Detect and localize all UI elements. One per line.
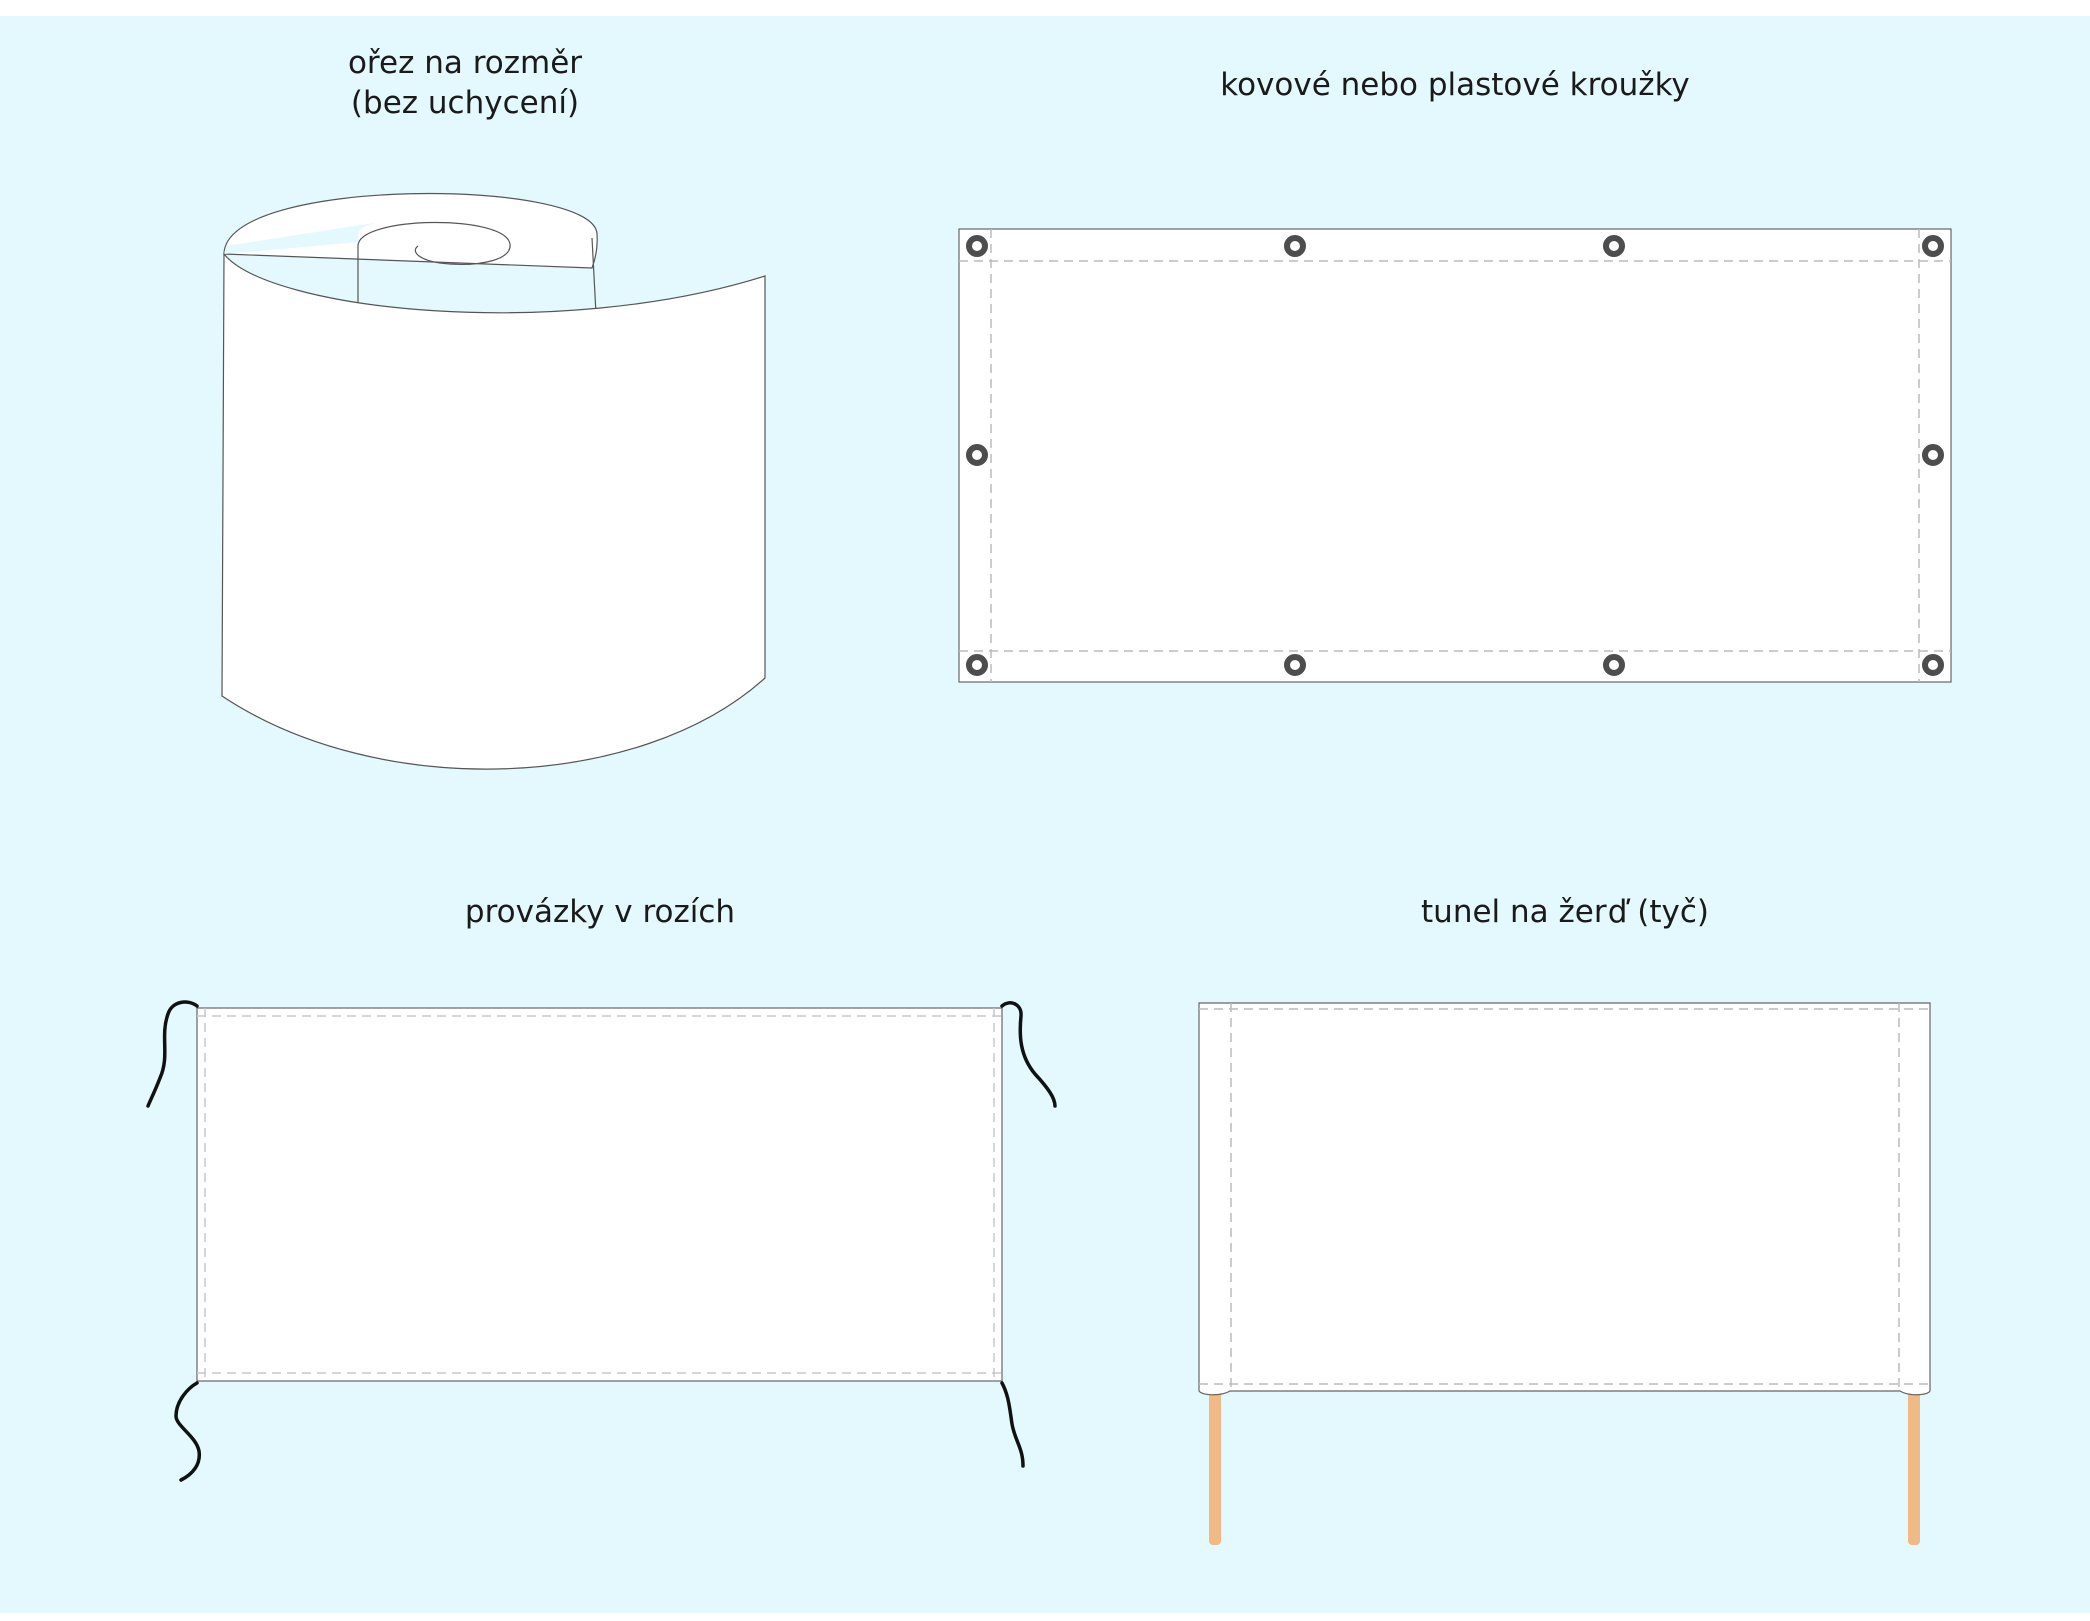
string-top-left (146, 1000, 199, 1108)
rolled-banner (221, 192, 766, 770)
grommet-icon (1603, 235, 1625, 257)
grommet-icon (1284, 654, 1306, 676)
title-roll-line1: ořez na rozměr (347, 45, 583, 81)
grommet-banner (958, 228, 1952, 683)
diagram-canvas: ořez na rozměr (bez uchycení) kovové neb… (0, 16, 2090, 1613)
grommet-icon (1284, 235, 1306, 257)
title-roll: ořez na rozměr (bez uchycení) (300, 43, 630, 123)
string-bottom-right (1000, 1381, 1025, 1468)
pole-left (1209, 1386, 1221, 1545)
roll-core-right (591, 237, 597, 315)
title-tunnel: tunel na žerď (tyč) (1421, 894, 1709, 930)
pole-right (1908, 1386, 1920, 1545)
roll-top-back (223, 192, 598, 269)
string-top-right (1000, 1001, 1057, 1108)
string-banner (146, 1000, 1057, 1482)
string-bottom-left (174, 1381, 202, 1482)
diagram-svg (146, 192, 1952, 1545)
grommet-icon (966, 654, 988, 676)
title-roll-line2: (bez uchycení) (350, 85, 580, 121)
grommet-icon (966, 444, 988, 466)
roll-inner-gap (224, 222, 380, 254)
grommet-icon (966, 235, 988, 257)
grommet-icon (1603, 654, 1625, 676)
grommet-icon (1922, 654, 1944, 676)
string-banner-sheet (196, 1007, 1003, 1382)
grommet-icon (1922, 444, 1944, 466)
title-grommets: kovové nebo plastové kroužky (1220, 67, 1690, 103)
grommet-banner-sheet (958, 228, 1952, 683)
grommet-icon (1922, 235, 1944, 257)
title-strings: provázky v rozích (464, 894, 736, 930)
tunnel-banner (1198, 1002, 1931, 1545)
tunnel-banner-sheet (1198, 1002, 1931, 1396)
roll-sheet-front (221, 252, 766, 770)
roll-spiral (357, 221, 511, 311)
